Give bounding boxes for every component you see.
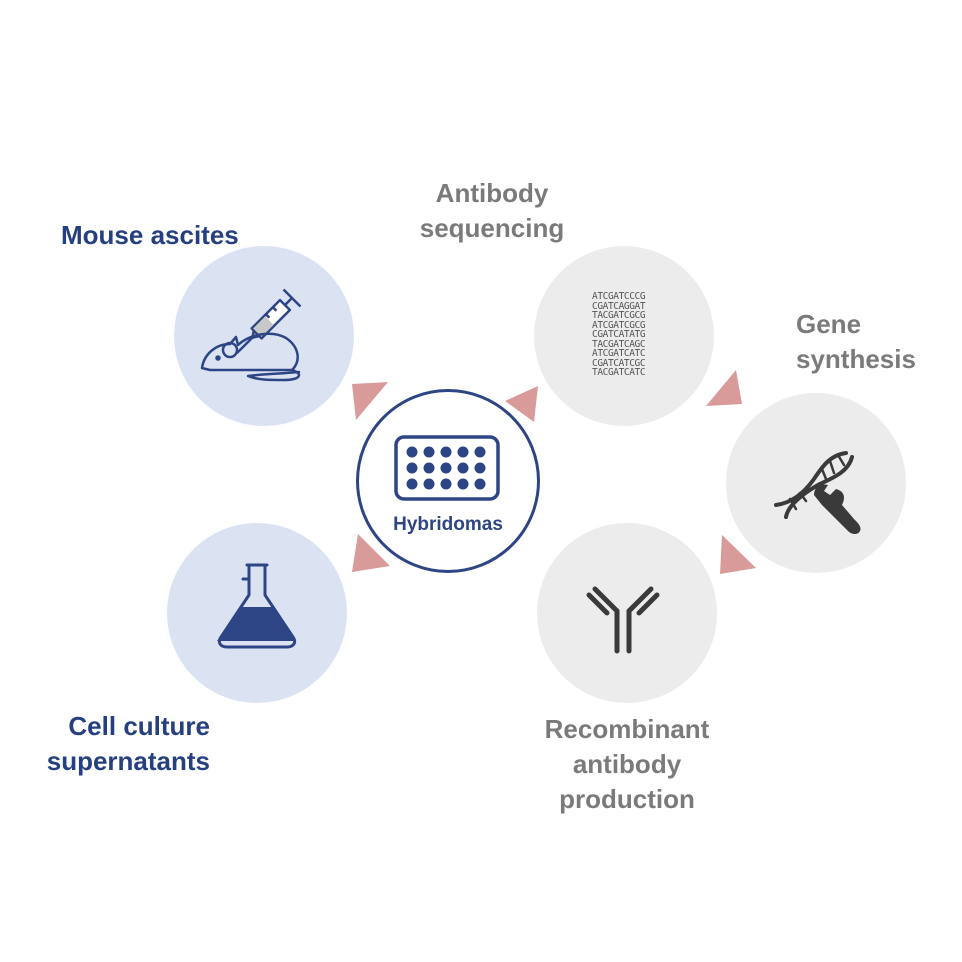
hybridomas-circle: [356, 389, 540, 573]
antibody-sequencing-circle: [534, 246, 714, 426]
mouse-ascites-label: Mouse ascites: [61, 220, 239, 250]
antibody-sequencing-label: Antibody sequencing: [419, 178, 565, 243]
sequence-icon: ATCGATCCCG CGATCAGGAT TACGATCGCG ATCGATC…: [592, 291, 646, 378]
recombinant-production-circle: [537, 523, 717, 703]
sequence-line: TACGATCATC: [592, 367, 646, 378]
sequence-line: ATCGATCATC: [592, 348, 646, 359]
antibody-icon: [586, 586, 660, 654]
well-plate-icon: [394, 435, 500, 501]
sequence-line: TACGATCGCG: [592, 310, 646, 321]
recombinant-production-label: Recombinant antibody production: [544, 714, 710, 814]
mouse-syringe-icon: [200, 288, 302, 382]
mouse-ascites-circle: [174, 246, 354, 426]
cell-culture-circle: [167, 523, 347, 703]
flask-icon: [217, 563, 297, 649]
hybridomas-label: Hybridomas: [393, 514, 503, 535]
sequence-line: TACGATCAGC: [592, 338, 646, 350]
cell-culture-label: Cell culture supernatants: [46, 711, 210, 776]
gene-synthesis-circle: [726, 393, 906, 573]
sequence-line: CGATCATCGC: [592, 357, 646, 369]
sequence-line: CGATCATATG: [592, 329, 646, 340]
sequence-line: ATCGATCGCG: [592, 319, 646, 331]
dna-wrench-icon: [774, 451, 861, 534]
sequence-line: CGATCAGGAT: [592, 300, 646, 312]
gene-synthesis-label: Gene synthesis: [796, 309, 916, 374]
sequence-line: ATCGATCCCG: [592, 291, 646, 302]
